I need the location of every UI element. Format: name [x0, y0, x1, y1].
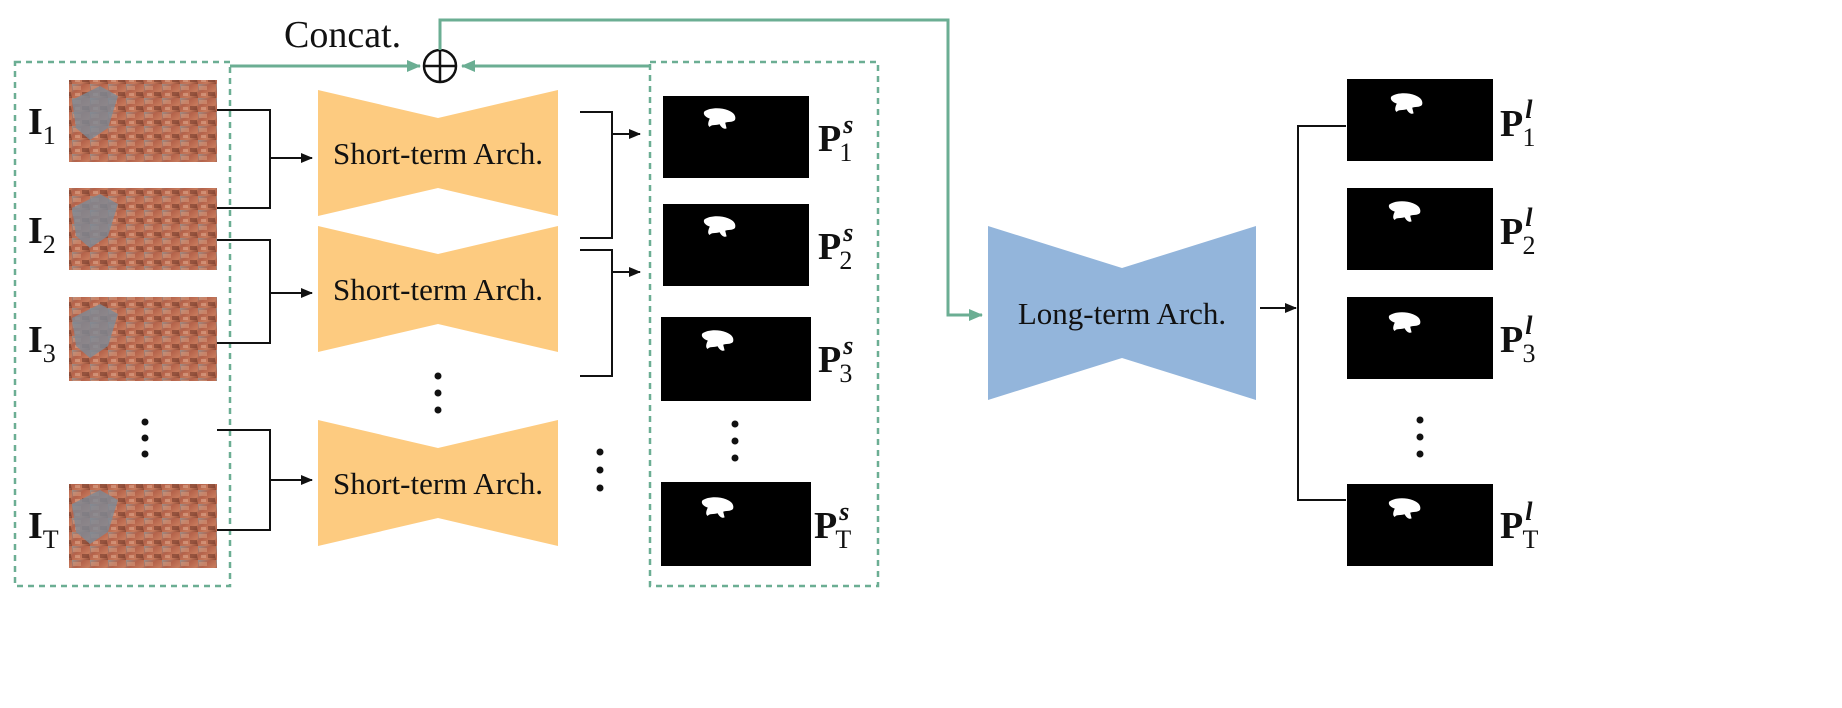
input-frame-T: [69, 484, 217, 568]
long-term-mask-T: [1347, 484, 1493, 566]
long-term-mask-1: [1347, 79, 1493, 161]
mask-image: [661, 482, 811, 566]
long-term-output-connectors: [1260, 125, 1346, 501]
input-label-3: I3: [28, 319, 56, 368]
input-label-2: I2: [28, 210, 56, 259]
long-term-arch-bowtie: [988, 226, 1256, 400]
diver-silhouette: [72, 304, 118, 358]
diver-silhouette: [72, 490, 118, 544]
short-term-ellipsis-icon: [434, 372, 442, 414]
short-term-mask-1: [663, 96, 809, 178]
short-term-arch-bowtie: [318, 420, 558, 546]
diver-silhouette: [72, 194, 118, 248]
input-connectors: [217, 109, 313, 531]
mask-image: [1347, 297, 1493, 379]
input-frame-1: [69, 80, 217, 162]
input-frame-3: [69, 297, 217, 381]
short-term-arch-bowtie: [318, 90, 558, 216]
mask-image: [1347, 188, 1493, 270]
short-term-arch-label: Short-term Arch.: [333, 272, 543, 307]
concat-label: Concat.: [284, 14, 401, 56]
short-term-arch-label: Short-term Arch.: [333, 466, 543, 501]
long-term-mask-3: [1347, 297, 1493, 379]
long-term-arch: Long-term Arch.: [988, 226, 1256, 400]
short-term-mask-T: [661, 482, 811, 566]
input-ellipsis-icon: [141, 418, 149, 458]
mask-image: [663, 204, 809, 286]
input-label-1: I1: [28, 101, 56, 150]
input-label-T: IT: [28, 505, 59, 554]
long-term-arch-label: Long-term Arch.: [1018, 296, 1226, 331]
mask-image: [663, 96, 809, 178]
mask-image: [661, 317, 811, 401]
input-frames-group-border: [13, 60, 232, 588]
diver-silhouette: [72, 86, 118, 140]
short-term-output-connectors: [580, 111, 641, 377]
mask-image: [1347, 79, 1493, 161]
short-term-predictions-group-border: [648, 60, 880, 588]
short-term-arch-label: Short-term Arch.: [333, 136, 543, 171]
mask-image: [1347, 484, 1493, 566]
short-term-mask-3: [661, 317, 811, 401]
short-term-arch-1: Short-term Arch.: [318, 90, 558, 216]
concat-output-arrow: [438, 18, 983, 321]
long-term-mask-ellipsis-icon: [1416, 416, 1424, 458]
short-term-output-ellipsis-icon: [596, 448, 604, 492]
short-term-arch-2: Short-term Arch.: [318, 226, 558, 352]
long-term-mask-2: [1347, 188, 1493, 270]
concat-node: Concat.: [284, 14, 458, 84]
short-term-mask-2: [663, 204, 809, 286]
short-term-mask-ellipsis-icon: [731, 420, 739, 462]
short-term-arch-bowtie: [318, 226, 558, 352]
input-frame-2: [69, 188, 217, 270]
short-term-arch-T: Short-term Arch.: [318, 420, 558, 546]
